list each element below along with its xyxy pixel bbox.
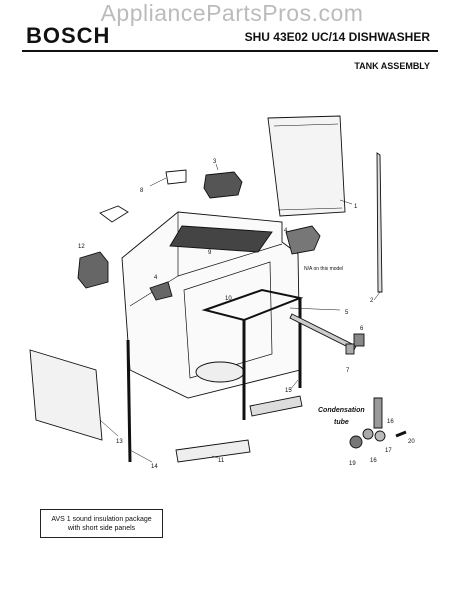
callout-3: 3	[213, 159, 217, 165]
tub-frame	[121, 211, 301, 399]
part-block-4a	[285, 225, 321, 255]
callout-13: 13	[116, 439, 123, 445]
watermark: AppliancePartsPros.com	[100, 0, 364, 26]
callout-5: 5	[345, 310, 349, 316]
part-6	[353, 333, 365, 347]
part-16b	[362, 428, 374, 440]
callout-15: 15	[285, 388, 292, 394]
callout-6: 6	[360, 326, 364, 332]
part-block-12	[77, 251, 109, 289]
part-bracket-3	[203, 171, 243, 199]
condensation-label-2: tube	[334, 419, 349, 426]
callout-14: 14	[151, 464, 158, 470]
part-side-panel-13	[29, 349, 103, 441]
part-bracket-8b	[99, 205, 129, 223]
callout-4a: 4	[284, 228, 288, 234]
note-na-model: N/A on this model	[304, 266, 343, 272]
callout-4b: 4	[154, 275, 158, 281]
section-title: TANK ASSEMBLY	[354, 61, 430, 71]
part-plinth-11	[175, 439, 251, 463]
callout-10: 10	[225, 296, 232, 302]
callout-20: 20	[408, 439, 415, 445]
callout-8: 8	[140, 188, 144, 194]
part-door-panel	[267, 115, 346, 217]
insulation-note-line1: AVS 1 sound insulation package	[51, 515, 152, 523]
model-title: SHU 43E02 UC/14 DISHWASHER	[244, 30, 430, 44]
part-block-4b	[149, 281, 173, 301]
callout-9: 9	[208, 250, 212, 256]
condensation-label-1: Condensation	[318, 407, 365, 414]
part-condensation-tube	[373, 397, 383, 429]
part-base-15	[249, 395, 303, 417]
callout-11: 11	[218, 458, 225, 464]
part-17	[374, 430, 386, 442]
callout-17: 17	[385, 448, 392, 454]
part-19	[349, 435, 363, 449]
callout-7: 7	[346, 368, 350, 374]
callout-19: 19	[349, 461, 356, 467]
brand-logo: BOSCH	[26, 23, 111, 48]
callout-1: 1	[354, 204, 358, 210]
part-gasket-strip	[376, 152, 383, 293]
insulation-note-box: AVS 1 sound insulation package with shor…	[40, 509, 163, 538]
callout-16b: 16	[370, 458, 377, 464]
insulation-note-line2: with short side panels	[67, 524, 136, 532]
callout-2: 2	[370, 298, 374, 304]
header-rule	[22, 50, 438, 52]
part-7	[345, 343, 355, 355]
callout-12: 12	[78, 244, 85, 250]
part-20	[395, 430, 407, 438]
part-bracket-8a	[165, 169, 187, 185]
callout-16a: 16	[387, 419, 394, 425]
